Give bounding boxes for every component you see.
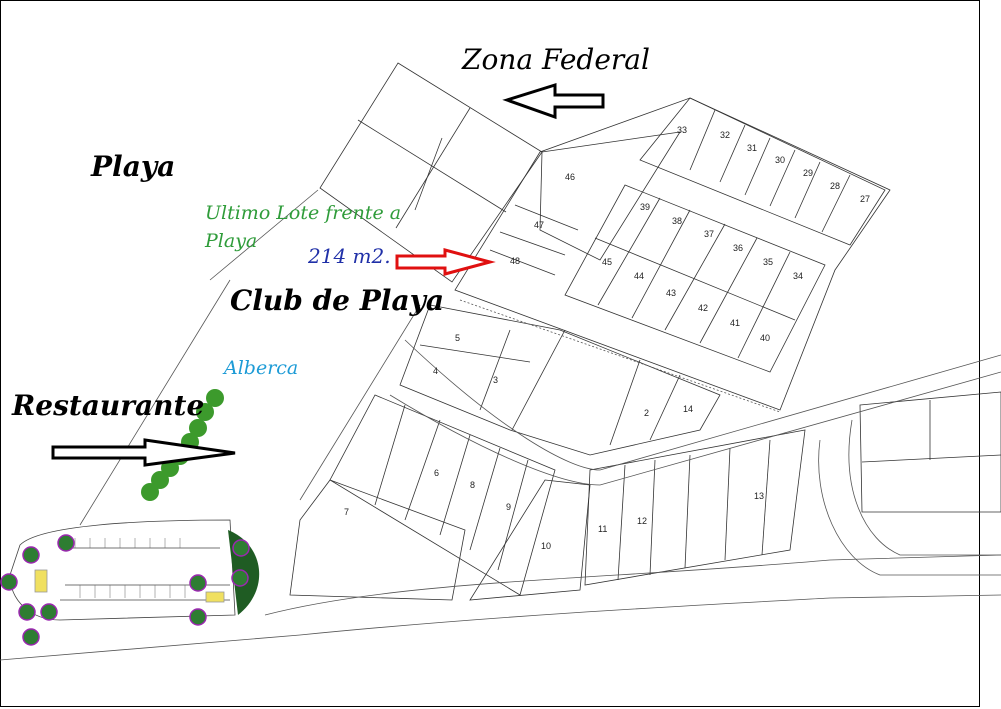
label-club-de-playa: Club de Playa [230,284,444,317]
lot-42: 42 [698,303,709,313]
lot-5: 5 [455,333,461,343]
label-area-214: 214 m2. [308,244,391,268]
label-ultimo-lote-line1: Ultimo Lote frente a [205,202,402,224]
parking-stalls [74,538,186,598]
lot-12: 12 [637,516,648,526]
lot-28: 28 [830,181,841,191]
lot-27: 27 [860,194,871,204]
label-zona-federal: Zona Federal [462,43,650,76]
lot-47: 47 [534,220,545,230]
lot-8: 8 [470,480,476,490]
lot-34: 34 [793,271,804,281]
lot-13: 13 [754,491,765,501]
property-lines [289,62,1001,601]
block-27-33 [639,97,886,246]
lot-9: 9 [506,502,512,512]
lot-11: 11 [598,524,608,534]
arrow-lote-48 [395,248,496,276]
lot-36: 36 [733,243,744,253]
parking-area [9,519,236,621]
lot-32: 32 [720,130,731,140]
lot-43: 43 [666,288,677,298]
lot-29: 29 [803,168,814,178]
frame-border [0,0,980,707]
label-ultimo-lote-line2: Playa [205,230,258,252]
lot-4: 4 [433,366,439,376]
beachfront-block [319,62,543,283]
lot-37: 37 [704,229,715,239]
lot-31: 31 [747,143,758,153]
lot-30: 30 [775,155,786,165]
lot-41: 41 [730,318,741,328]
lot-45: 45 [602,257,613,267]
lot-33: 33 [677,125,688,135]
block-2-14 [399,304,721,456]
block-6-9 [329,394,556,596]
lot-46: 46 [565,172,576,182]
lot-44: 44 [634,271,645,281]
block-34-45 [564,184,826,373]
purple-trees [0,534,250,646]
lot-2: 2 [644,408,650,418]
lot-35: 35 [763,257,774,267]
lot-14: 14 [683,404,694,414]
label-playa: Playa [91,150,176,183]
lot-6: 6 [434,468,440,478]
roads [0,189,1001,661]
lot-39: 39 [640,202,651,212]
block-11-13 [584,429,806,586]
lot-40: 40 [760,333,771,343]
lot-3: 3 [493,375,499,385]
label-alberca: Alberca [224,357,299,379]
lot-48: 48 [510,256,521,266]
lot-7: 7 [344,507,350,517]
lot-38: 38 [672,216,683,226]
arrow-restaurante [51,438,236,467]
label-restaurante: Restaurante [12,389,205,422]
arrow-zona-federal [502,82,605,120]
lot-10: 10 [541,541,552,551]
